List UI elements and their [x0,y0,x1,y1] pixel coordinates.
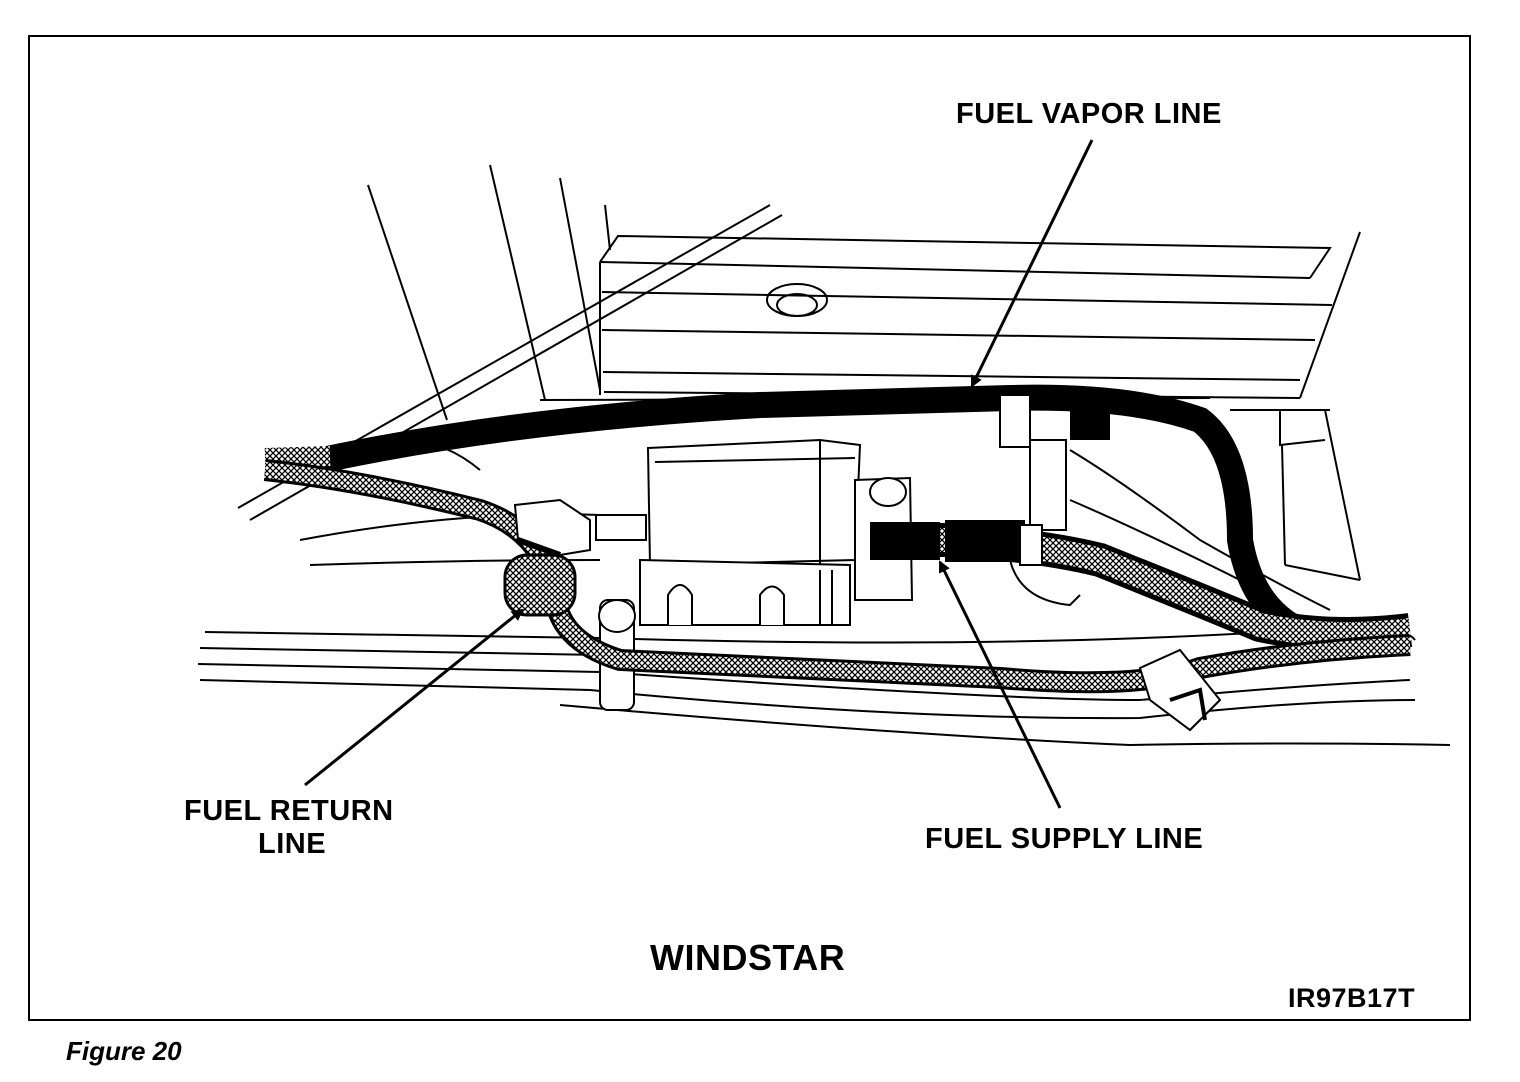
fuel-return-hose [263,459,1411,732]
fuel-return-line-label-1: FUEL RETURN [184,795,394,827]
supply-line-arrow [938,560,1062,809]
figure-caption: Figure 20 [66,1036,182,1066]
figure-frame [28,35,1471,1021]
vapor-line-arrow [970,139,1094,388]
vehicle-title: WINDSTAR [650,937,846,978]
floor-pan-curves [197,397,1451,747]
fuel-return-line-label-2: LINE [258,828,327,860]
return-line-arrow [304,608,524,787]
fuel-filter [595,438,914,711]
illustration-code: IR97B17T [1288,983,1416,1013]
fuel-supply-line-label: FUEL SUPPLY LINE [925,823,1204,855]
callout-arrows [304,139,1094,809]
fuel-vapor-line-label: FUEL VAPOR LINE [956,98,1222,130]
fuel-supply-hose [870,520,1413,651]
fuel-vapor-hose [264,384,1343,653]
